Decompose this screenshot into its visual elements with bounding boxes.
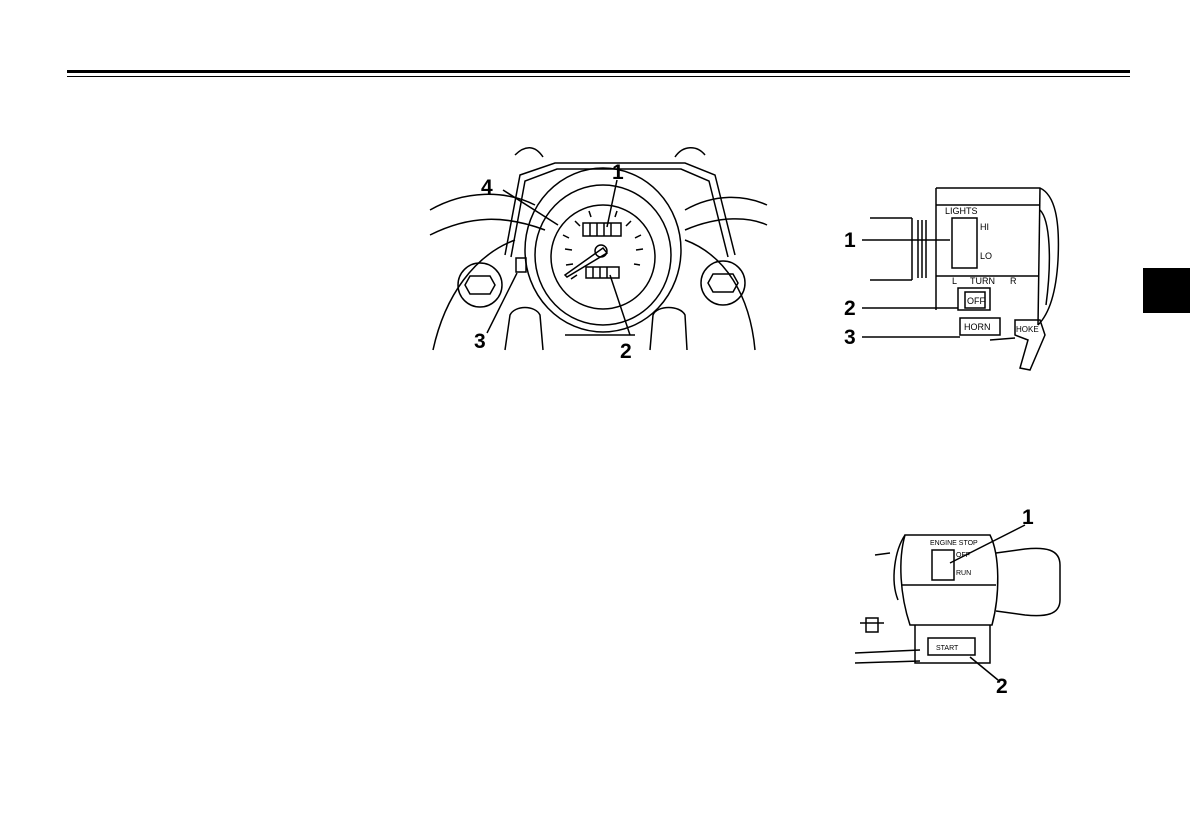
off-label: OFF — [967, 296, 985, 306]
right-switch-illustration: ENGINE STOP OFF RUN START — [850, 505, 1065, 700]
callout-2: 2 — [996, 676, 1008, 697]
callout-2: 2 — [844, 298, 856, 319]
turn-left-label: L — [952, 276, 957, 286]
callout-4: 4 — [481, 177, 493, 198]
speedometer-figure: 1 4 3 2 — [425, 145, 770, 355]
start-label: START — [936, 645, 959, 652]
lights-label: LIGHTS — [945, 206, 978, 216]
callout-3: 3 — [844, 327, 856, 348]
run-label: RUN — [956, 570, 971, 577]
speedometer-illustration — [425, 145, 770, 355]
turn-label: TURN — [970, 276, 995, 286]
header-rule-thin — [67, 76, 1130, 77]
horn-label: HORN — [964, 322, 991, 332]
turn-right-label: R — [1010, 276, 1017, 286]
callout-1: 1 — [612, 162, 624, 183]
callout-2: 2 — [620, 341, 632, 362]
off-label: OFF — [956, 552, 970, 559]
chapter-tab — [1143, 268, 1190, 313]
hi-label: HI — [980, 222, 989, 232]
lo-label: LO — [980, 251, 992, 261]
choke-label: HOKE — [1016, 325, 1039, 334]
header-rule-thick — [67, 70, 1130, 73]
left-switch-illustration: LIGHTS HI LO L TURN R OFF HORN HOKE — [840, 180, 1070, 380]
engine-stop-label: ENGINE STOP — [930, 540, 978, 547]
callout-3: 3 — [474, 331, 486, 352]
right-switch-figure: ENGINE STOP OFF RUN START 1 2 — [850, 505, 1065, 700]
left-switch-figure: LIGHTS HI LO L TURN R OFF HORN HOKE 1 2 … — [840, 180, 1070, 380]
callout-1: 1 — [1022, 507, 1034, 528]
callout-1: 1 — [844, 230, 856, 251]
